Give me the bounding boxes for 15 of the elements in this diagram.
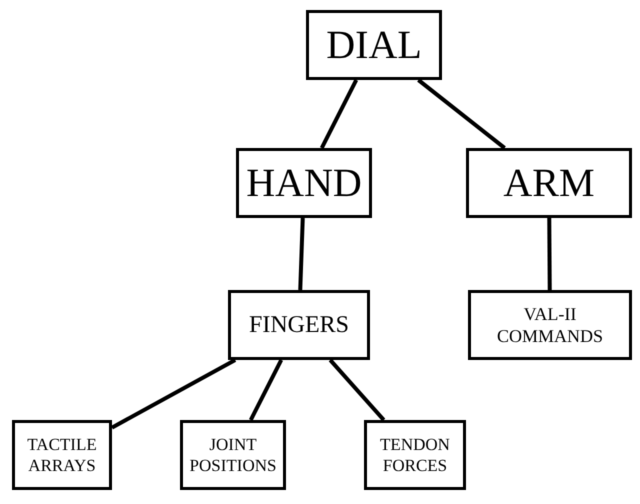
label-box: ARM xyxy=(466,148,632,218)
label-box: TENDON FORCES xyxy=(364,420,466,490)
connector-line xyxy=(328,358,386,422)
label-box: HAND xyxy=(236,148,372,218)
connector-line xyxy=(111,358,236,430)
label-box: DIAL xyxy=(306,10,442,80)
connector-line xyxy=(248,359,284,421)
connector-line xyxy=(417,78,506,150)
label-box: FINGERS xyxy=(228,290,370,360)
connector-line xyxy=(547,218,552,290)
label-box: JOINT POSITIONS xyxy=(180,420,286,490)
label-box: TACTILE ARRAYS xyxy=(12,420,112,490)
connector-line xyxy=(320,79,358,149)
label-box: VAL-II COMMANDS xyxy=(468,290,632,360)
connector-line xyxy=(298,218,305,290)
